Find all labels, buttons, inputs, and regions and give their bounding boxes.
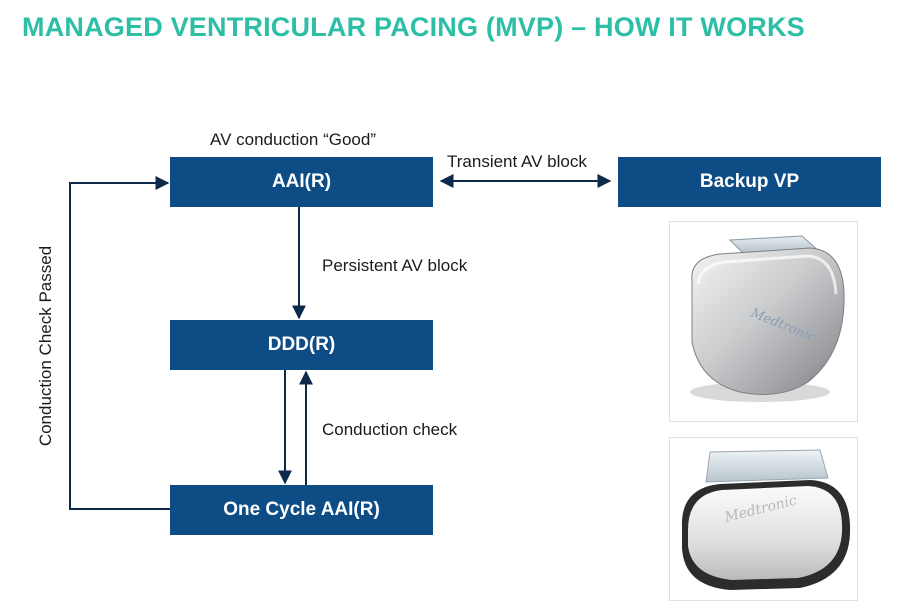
av-conduction-good-label: AV conduction “Good” [210, 130, 376, 149]
one-cycle-aai-r-node: One Cycle AAI(R) [170, 485, 433, 535]
transient-av-block-label: Transient AV block [447, 152, 587, 171]
conduction-check-label: Conduction check [322, 420, 458, 439]
backup-vp-node: Backup VP [618, 157, 881, 207]
pacemaker-image-1: Medtronic [669, 221, 858, 422]
ddd-r-node: DDD(R) [170, 320, 433, 370]
persistent-av-block-label: Persistent AV block [322, 256, 468, 275]
aai-r-node: AAI(R) [170, 157, 433, 207]
conduction-check-passed-arrow [69, 176, 170, 510]
page-title: MANAGED VENTRICULAR PACING (MVP) – HOW I… [22, 12, 805, 42]
pacemaker-image-2: Medtronic [669, 437, 858, 601]
